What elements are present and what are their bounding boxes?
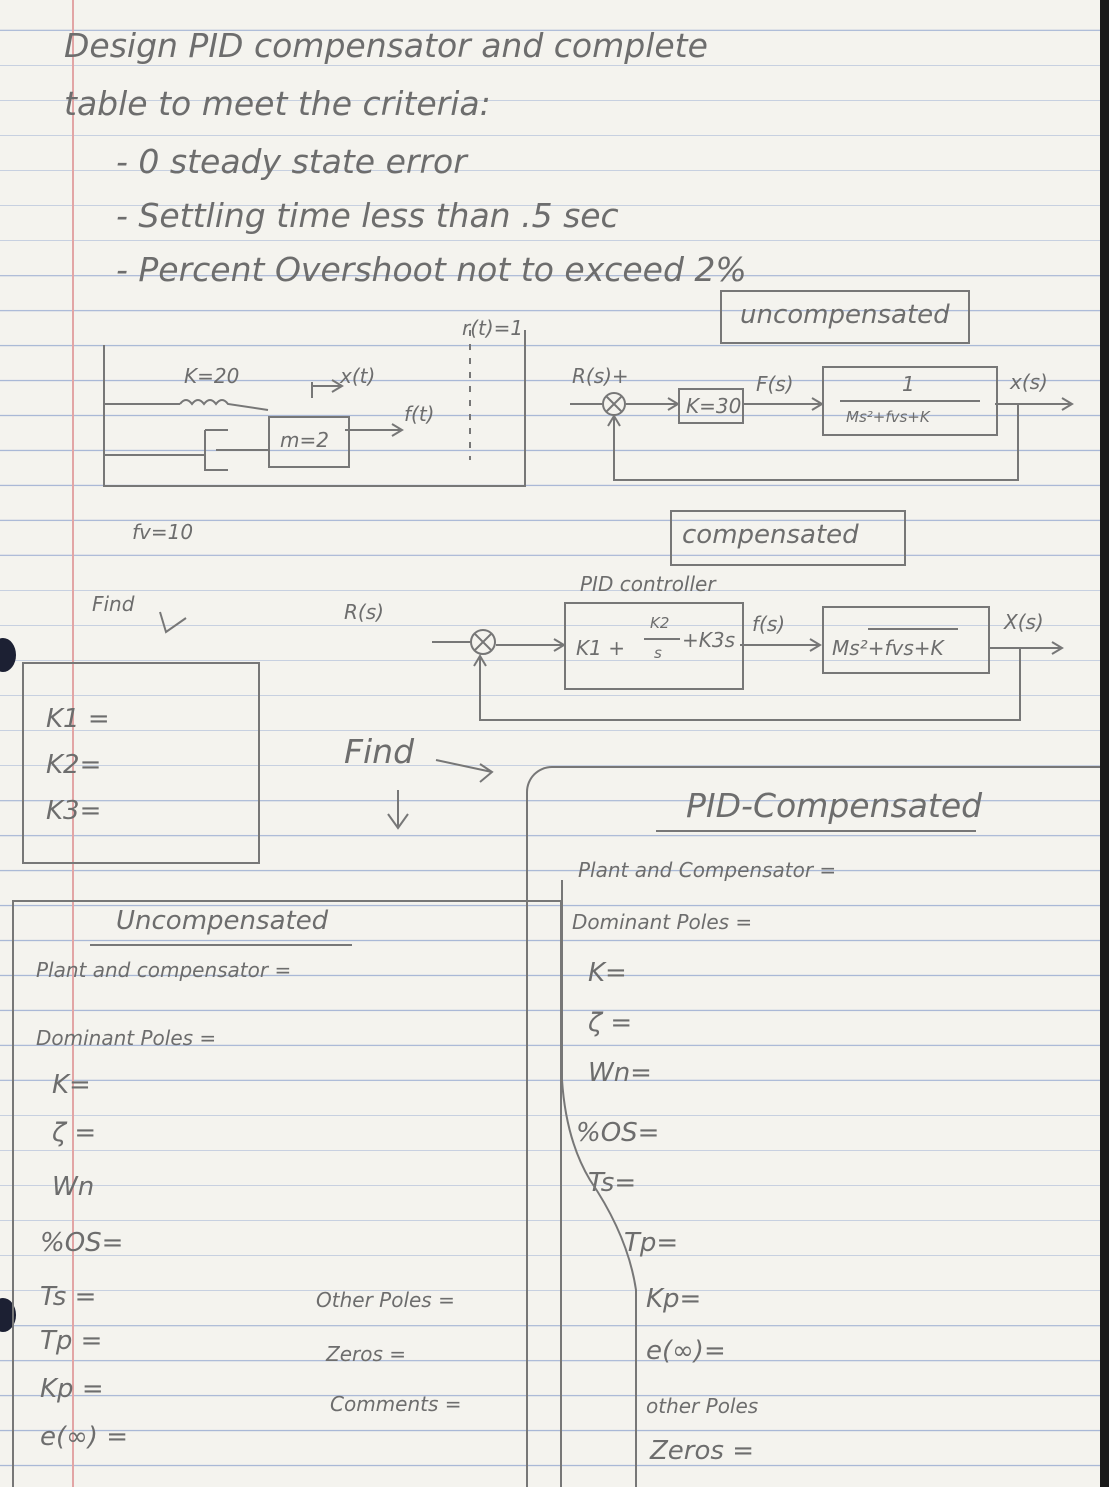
uncompensated-tag: uncompensated: [740, 300, 950, 330]
force-s-label: F(s): [756, 372, 794, 396]
k2-field: K2=: [46, 750, 102, 780]
uncompensated-tag-box: uncompensated: [720, 290, 970, 344]
criteria-item: - 0 steady state error: [116, 142, 467, 181]
comp-row-other-poles: other Poles: [646, 1394, 759, 1418]
comp-row-os: %OS=: [576, 1118, 660, 1148]
comp-row-k: K=: [588, 958, 627, 988]
plant-denominator: Ms²+fvs+K: [832, 636, 944, 660]
uncomp-row-ts: Ts =: [40, 1282, 97, 1312]
title-underline: [656, 830, 976, 832]
uncompensated-table: [12, 900, 562, 1487]
uncomp-row-os: %OS=: [40, 1228, 124, 1258]
criteria-item: - Percent Overshoot not to exceed 2%: [116, 250, 747, 289]
pid-compensated-table: [526, 766, 1100, 1487]
comp-row-kp: Kp=: [646, 1284, 702, 1314]
gain-label: K=30: [686, 394, 742, 418]
fraction-bar: [868, 628, 958, 630]
uncomp-comments: Comments =: [330, 1392, 462, 1416]
displacement-label: x(t): [340, 364, 376, 388]
comp-row-wn: Wn=: [588, 1058, 652, 1088]
output-label: X(s): [1004, 610, 1044, 634]
fraction-bar: [840, 400, 980, 402]
force-label: f(t): [404, 402, 435, 426]
find-label-2: Find: [344, 732, 415, 771]
comp-row-zeros: Zeros =: [650, 1436, 754, 1466]
controller-k3: +K3s: [682, 628, 736, 652]
gain-block: K=30: [678, 388, 744, 424]
uncomp-row-tp: Tp =: [40, 1326, 103, 1356]
k1-field: K1 =: [46, 704, 110, 734]
reference-input-label: R(s)+: [572, 364, 629, 388]
uncomp-row-dominant-poles: Dominant Poles =: [36, 1026, 217, 1050]
find-label: Find: [92, 592, 135, 616]
pid-controller-title: PID controller: [580, 572, 716, 596]
title-line-2: table to meet the criteria:: [64, 84, 491, 123]
binder-hole: [0, 638, 16, 672]
plant-block: Ms²+fvs+K: [822, 606, 990, 674]
uncomp-row-k: K=: [52, 1070, 91, 1100]
compensated-tag-box: compensated: [670, 510, 906, 566]
criteria-item: - Settling time less than .5 sec: [116, 196, 619, 235]
pid-controller-block: K1 + K2 s +K3s: [564, 602, 744, 690]
plant-denominator: Ms²+fvs+K: [846, 408, 930, 426]
title-line-1: Design PID compensator and complete: [64, 26, 708, 65]
controller-s: s: [654, 644, 662, 662]
reference-input-label: R(s): [344, 600, 384, 624]
force-s-label: f(s): [752, 612, 786, 636]
diagram-lines: [103, 330, 1074, 830]
margin-line: [72, 0, 74, 1487]
uncomp-row-zeta: ζ =: [52, 1118, 97, 1148]
mass-label: m=2: [280, 428, 329, 452]
output-label: x(s): [1010, 370, 1048, 394]
mass-block: m=2: [268, 416, 350, 468]
damper-label: fv=10: [132, 520, 194, 544]
k3-field: K3=: [46, 796, 102, 826]
spring-constant-label: K=20: [184, 364, 240, 388]
uncomp-row-ess: e(∞) =: [40, 1422, 128, 1452]
comp-row-ts: Ts=: [588, 1168, 637, 1198]
uncompensated-title: Uncompensated: [116, 906, 329, 936]
uncomp-other-poles: Other Poles =: [316, 1288, 455, 1312]
comp-row-dominant-poles: Dominant Poles =: [572, 910, 753, 934]
uncomp-row-plant: Plant and compensator =: [36, 958, 292, 982]
uncomp-row-wn: Wn: [52, 1172, 95, 1202]
controller-k1: K1 +: [576, 636, 625, 660]
comp-row-zeta: ζ =: [588, 1008, 633, 1038]
comp-row-ess: e(∞)=: [646, 1336, 726, 1366]
uncomp-zeros: Zeros =: [326, 1342, 406, 1366]
plant-numerator: 1: [902, 372, 915, 396]
comp-row-plant: Plant and Compensator =: [578, 858, 837, 882]
fraction-bar: [644, 638, 680, 640]
uncomp-row-kp: Kp =: [40, 1374, 104, 1404]
gains-box: K1 = K2= K3=: [22, 662, 260, 864]
input-label: r(t)=1: [462, 316, 524, 340]
controller-k2: K2: [650, 614, 670, 632]
compensated-tag: compensated: [682, 520, 859, 550]
plant-block: 1 Ms²+fvs+K: [822, 366, 998, 436]
comp-row-tp: Tp=: [624, 1228, 679, 1258]
title-underline: [90, 944, 352, 946]
pid-compensated-title: PID-Compensated: [686, 786, 983, 825]
